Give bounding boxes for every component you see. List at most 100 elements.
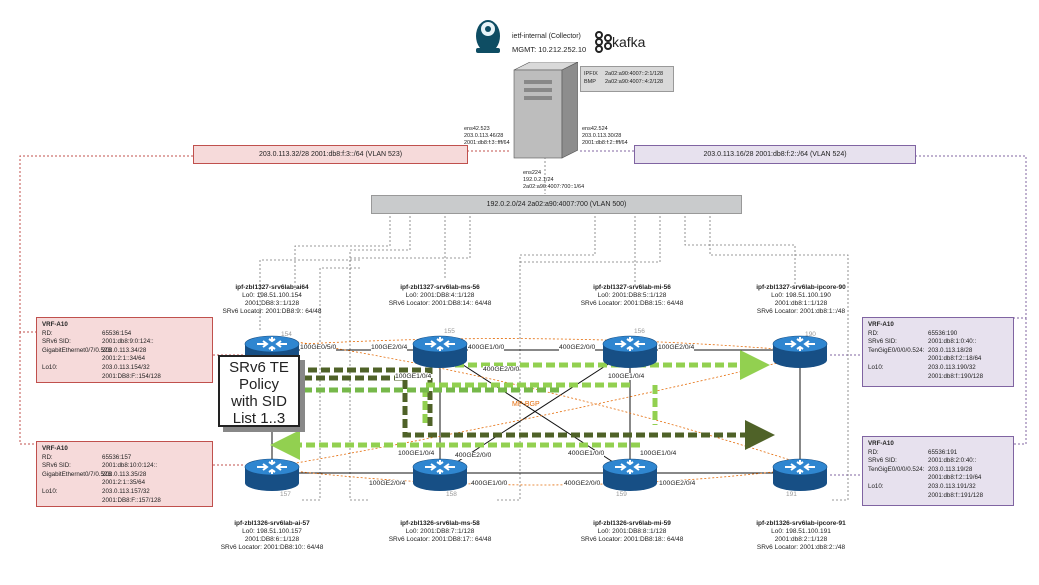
router-191-locator: SRv6 Locator: 2001:db8:2::/48 [756,544,846,551]
vlan524-wires [580,150,1027,476]
vrf-title: VRF-A10 [42,445,68,452]
router-158-lo0: Lo0: 2001:DB8:7::1/128 [405,528,475,535]
router-191-lo0: Lo0: 198.51.100.191 [771,528,831,535]
vrf-row: RD:65536:190 [868,330,1008,339]
vrf-row-key [868,373,928,382]
ens523-v6: 2001:db8:f:3::fff/64 [464,140,510,146]
vrf-title: VRF-A10 [868,440,894,447]
vrf-row: SRv6 SID:2001:db8:1:0:40:: [868,338,1008,347]
mpbgp-sessions [284,338,791,486]
vrf-row-key: Lo10: [42,487,58,495]
vrf-row-value: 2001:db8:2:0:40:: [928,457,977,465]
router-154-locator: SRv6 Locator: 2001:DB8:9:: 64/48 [222,308,322,315]
bmp-address: 2a02:a90:4007::4:2/128 [605,79,664,85]
if-159-diag-label: 400GE1/0/0 [568,450,605,457]
srv6-path-light [270,350,770,460]
vrf-row: SRv6 SID:2001:db8:9:0:124:: [42,338,207,347]
vrf-row-key [42,355,102,364]
router-191-icon[interactable] [771,454,829,492]
vrf-row-key: GigabitEthernet0/7/0.523: [42,470,113,478]
router-154-lo0: Lo0: 198.51.100.154 [242,292,302,299]
vlan-500-bar: 192.0.2.0/24 2a02:a90:4007:700 (VLAN 500… [371,195,742,214]
if-159-right-label: 100GE2/0/4 [659,480,696,487]
ens524-v4: 203.0.113.30/28 [582,133,622,139]
vrf-row-key: RD: [42,329,53,337]
vrf-row-key: Lo10: [42,363,58,371]
router-157-locator: SRv6 Locator: 2001:DB8:10:: 64/48 [220,544,324,551]
vrf-row-value: 2001:db8:9:0:124:: [102,338,154,346]
if-159-left-label: 400GE2/0/0 [564,480,601,487]
router-191-info: ipf-zbl1326-srv6lab-ipcore-91 Lo0: 198.5… [736,520,866,552]
router-158-name: ipf-zbl1326-srv6lab-ms-58 [400,520,480,527]
if-158-left-label: 100GE2/0/4 [369,480,406,487]
vrf-row: SRv6 SID: 2001:db8:2:0:40:: [868,457,1008,466]
vrf-row: 2001:db8:f::191/128 [868,492,1008,501]
router-159-info: ipf-zbl1326-srv6lab-mi-59 Lo0: 2001:DB8:… [562,520,702,544]
vrf-title: VRF-A10 [42,321,68,328]
vrf-row-key: SRv6 SID: [868,457,897,465]
vrf-row-value: 2001:db8:f:2::18/64 [928,355,982,363]
collector-mascot-icon [476,20,500,53]
router-159-name: ipf-zbl1326-srv6lab-mi-59 [593,520,671,527]
router-158-locator: SRv6 Locator: 2001:DB8:17:: 64/48 [388,536,492,543]
vrf-row-key: Lo10: [868,363,884,371]
vrf-title: VRF-A10 [868,321,894,328]
vrf-row-key: TenGigE0/0/0/0.524: [868,346,925,354]
vrf-row-key: TenGigE0/0/0/0.524: [868,465,925,473]
vlan-523-bar: 203.0.113.32/28 2001:db8:f:3::/64 (VLAN … [193,145,468,164]
vrf-row: 2001:2:1::34/64 [42,355,207,364]
vrf-row: RD:65536:154 [42,330,207,339]
vrf-row-value: 2001:db8:f::191/128 [928,491,984,499]
router-159-lo0: Lo0: 2001:DB8:8::1/128 [597,528,667,535]
router-156-icon[interactable] [601,331,659,369]
ens524-block: ens42.524 203.0.113.30/28 2001:db8:f:2::… [582,126,628,147]
vrf-row-key: SRv6 SID: [42,462,71,470]
if-155-right-label: 400GE1/0/0 [468,344,505,351]
vrf-row: Lo10:203.0.113.191/32 [868,483,1008,492]
router-156-lo0: Lo0: 2001:DB8:5::1/128 [597,292,667,299]
vrf-row-value: 2001:db8:10:0:124:: [102,462,158,470]
vrf-row: 2001:db8:f::190/128 [868,373,1008,382]
router-157-icon[interactable] [243,454,301,492]
vrf-row-key: Lo10: [868,482,884,490]
vrf-row-value: 2001:db8:1:0:40:: [928,338,977,346]
mpbgp-label: MP-BGP [512,401,540,408]
vrf-row: RD: 65536:191 [868,449,1008,458]
ens224-v6: 2a02:a90:4007:700::1/64 [523,184,585,190]
router-159-id: 159 [616,491,627,498]
vrf-row-value: 2001:db8:f::190/128 [928,372,984,380]
vrf-row-value: 2001:DB8:F::154/128 [102,372,161,380]
if-154-label: 100GE0/5/0 [300,344,337,351]
ens224-block: ens224 192.0.2.1/24 2a02:a90:4007:700::1… [523,170,584,191]
vrf-row: 2001:2:1::35/64 [42,479,207,488]
router-158-id: 158 [446,491,457,498]
router-190-icon[interactable] [771,331,829,369]
router-155-icon[interactable] [411,331,469,369]
if-156-right-label: 100GE2/0/4 [658,344,695,351]
router-190-lo0-v6: 2001:db8:1::1/128 [774,300,828,307]
vrf-row-value: 2001:DB8:F::157/128 [102,496,161,504]
router-157-name: ipf-zbl1326-srv6lab-ai-57 [234,520,310,527]
collector-mgmt: MGMT: 10.212.252.10 [512,45,587,54]
srv6-path-dark [290,367,775,450]
collector-name: ietf-internal (Collector) [512,33,581,40]
vrf-row-key: RD: [868,329,879,337]
vrf-row: GigabitEthernet0/7/0.523:203.0.113.35/28 [42,471,207,480]
vrf-row-value: 65536:191 [928,448,958,456]
if-158-right-label: 400GE1/0/0 [471,480,508,487]
router-158-icon[interactable] [411,454,469,492]
vrf-row-value: 203.0.113.34/28 [102,346,147,354]
router-157-id: 157 [280,491,291,498]
router-154-info: ipf-zbl1327-srv6lab-ai64 Lo0: 198.51.100… [212,284,332,316]
ens524-if: ens42.524 [582,126,608,132]
router-155-info: ipf-zbl1327-srv6lab-ms-56 Lo0: 2001:DB8:… [370,284,510,308]
if-155-diag-label: 400GE2/0/0 [483,366,520,373]
vrf-row-key: RD: [868,448,879,456]
ens224-v4: 192.0.2.1/24 [523,177,554,183]
ens523-v4: 203.0.113.46/28 [464,133,504,139]
if-156-left-label: 400GE2/0/0 [559,344,596,351]
router-159-icon[interactable] [601,454,659,492]
vrf-row: 2001:db8:f:2::18/64 [868,355,1008,364]
